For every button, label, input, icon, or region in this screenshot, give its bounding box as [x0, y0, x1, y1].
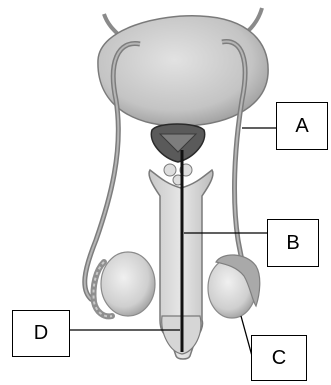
label-box-a: A — [276, 102, 328, 150]
testis-left — [101, 252, 155, 316]
label-box-b: B — [267, 219, 319, 267]
label-box-c: C — [251, 335, 307, 381]
label-box-d: D — [12, 310, 70, 357]
bulbourethral-glands — [164, 164, 192, 185]
